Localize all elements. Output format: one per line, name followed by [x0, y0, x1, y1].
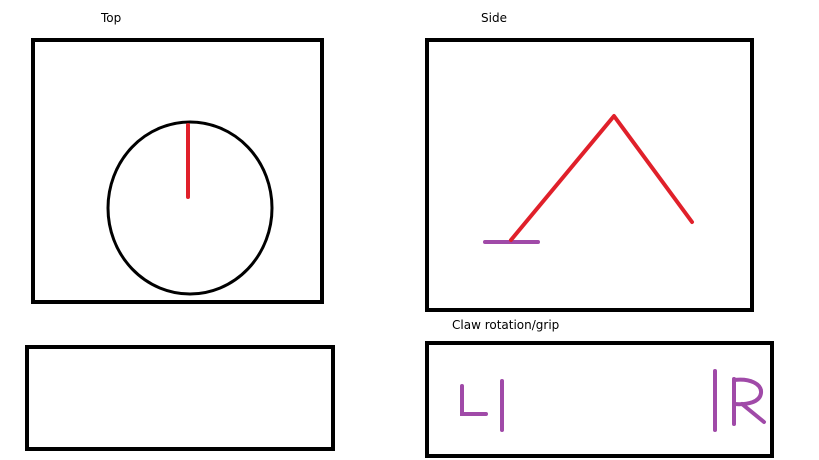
side-view-frame	[425, 38, 754, 312]
top-view-panel	[31, 38, 324, 304]
bottom-left-panel	[25, 345, 335, 451]
side-view-arm-line	[509, 114, 694, 242]
right-control-glyph	[713, 369, 766, 432]
bottom-left-frame	[25, 345, 335, 451]
side-view-label: Side	[481, 11, 507, 25]
left-control-glyph	[460, 379, 504, 432]
side-view-panel	[425, 38, 754, 312]
top-view-label: Top	[101, 11, 122, 25]
claw-panel-frame	[425, 341, 774, 458]
top-view-base-circle	[106, 120, 274, 296]
claw-panel-label: Claw rotation/grip	[452, 318, 560, 332]
top-view-frame	[31, 38, 324, 304]
claw-panel	[425, 341, 774, 458]
